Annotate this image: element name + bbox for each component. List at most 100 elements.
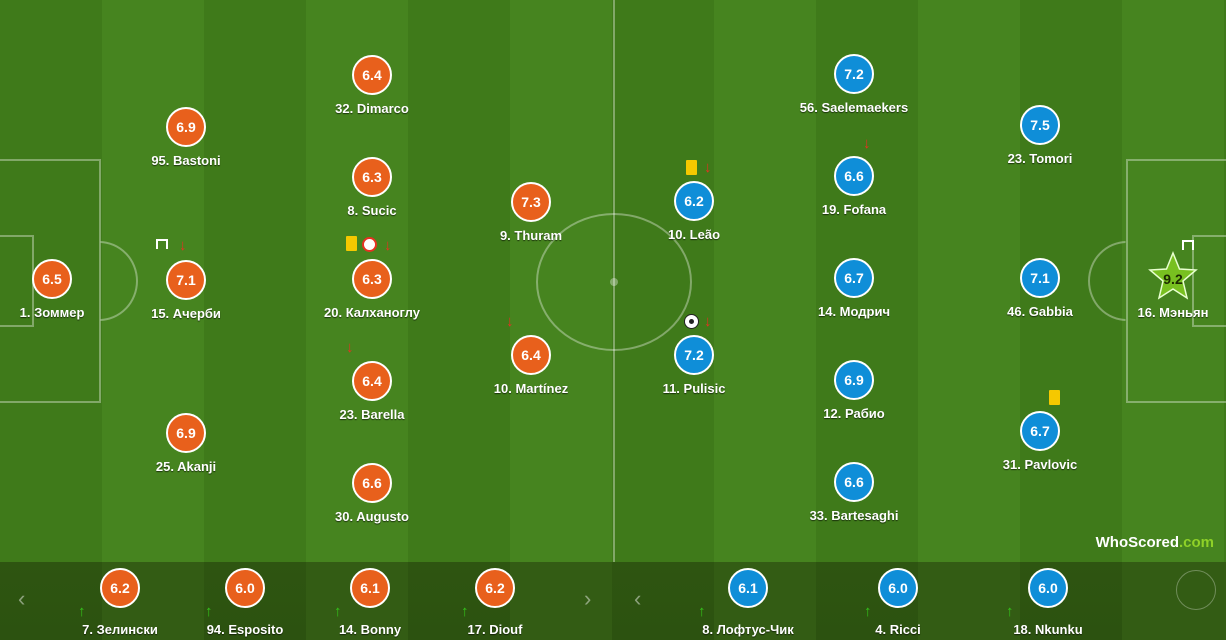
chevron-left-icon[interactable]: ‹ — [18, 586, 26, 611]
player-name: 32. Dimarco — [335, 101, 409, 116]
goal-post-icon — [156, 239, 168, 249]
player-card[interactable]: 6.5 1. Зоммер — [0, 259, 132, 327]
arrow-down-icon: ↓ — [346, 339, 354, 356]
substitute-card[interactable]: 6.0 ↑ 18. Nkunku — [978, 568, 1118, 638]
bench-stripe — [918, 562, 1020, 640]
player-card[interactable]: 6.7 14. Модрич — [774, 258, 934, 326]
player-name: 33. Bartesaghi — [809, 508, 899, 523]
player-card[interactable]: 6.4 10. Martínez — [451, 335, 611, 403]
center-circle — [536, 213, 692, 351]
player-name: 94. Esposito — [206, 622, 284, 637]
substitute-card[interactable]: 6.1 ↑ 8. Лофтус-Чик — [678, 568, 818, 638]
player-rating: 6.2 — [475, 568, 515, 608]
player-name: 14. Bonny — [338, 622, 402, 637]
pitch: 6.5 1. Зоммер 6.9 95. Bastoni 7.1 15. Ач… — [0, 0, 1226, 562]
player-card[interactable]: 7.1 15. Ачерби — [106, 260, 266, 328]
player-name: 7. Зелински — [82, 622, 158, 637]
player-card[interactable]: 7.1 46. Gabbia — [960, 258, 1120, 326]
arrow-up-icon: ↑ — [78, 603, 86, 620]
substitute-card[interactable]: 6.2 ↑ 17. Diouf — [425, 568, 565, 638]
substitute-card[interactable]: 6.0 ↑ 94. Esposito — [175, 568, 315, 638]
substitute-card[interactable]: 6.1 ↑ 14. Bonny — [300, 568, 440, 638]
arrow-up-icon: ↑ — [864, 603, 872, 620]
arrow-up-icon: ↑ — [1006, 603, 1014, 620]
player-rating: 6.5 — [32, 259, 72, 299]
player-name: 20. Калханоглу — [324, 305, 420, 320]
player-card[interactable]: 6.7 31. Pavlovic — [960, 411, 1120, 479]
player-rating: 7.1 — [166, 260, 206, 300]
substitutes-bar: ‹ › ‹ 6.2 ↑ 7. Зелински 6.0 ↑ 94. Esposi… — [0, 562, 1226, 640]
player-card[interactable]: 7.2 56. Saelemaekers — [774, 54, 934, 122]
player-card[interactable]: 7.5 23. Tomori — [960, 105, 1120, 173]
player-name: 4. Ricci — [875, 622, 921, 637]
arrow-down-icon: ↓ — [384, 237, 392, 254]
player-rating: 7.2 — [674, 335, 714, 375]
left-penalty-box — [0, 159, 101, 403]
player-card[interactable]: 6.3 8. Sucic — [292, 157, 452, 225]
right-goal-box — [1192, 235, 1226, 327]
player-rating: 6.6 — [834, 462, 874, 502]
player-rating: 6.1 — [728, 568, 768, 608]
player-card[interactable]: 6.2 10. Leão — [614, 181, 774, 249]
player-name: 12. Рабио — [823, 406, 885, 421]
substitute-card[interactable]: 6.2 ↑ 7. Зелински — [50, 568, 190, 638]
player-rating: 6.0 — [878, 568, 918, 608]
player-rating: 6.4 — [511, 335, 551, 375]
player-rating: 6.7 — [1020, 411, 1060, 451]
player-rating: 6.6 — [834, 156, 874, 196]
arrow-down-icon: ↓ — [863, 135, 871, 152]
player-rating: 6.3 — [352, 157, 392, 197]
arrow-up-icon: ↑ — [334, 603, 342, 620]
player-rating: 6.2 — [674, 181, 714, 221]
star-icon: 9.2 — [1147, 251, 1199, 303]
player-name: 9. Thuram — [499, 228, 563, 243]
player-rating: 6.2 — [100, 568, 140, 608]
scroll-more-icon[interactable] — [1176, 570, 1216, 610]
assist-icon — [362, 237, 377, 252]
player-name: 10. Leão — [667, 227, 721, 242]
player-card-man-of-match[interactable]: 9.2 16. Мэньян — [1093, 251, 1226, 327]
substitute-card[interactable]: 6.0 ↑ 4. Ricci — [828, 568, 968, 638]
player-card[interactable]: 6.6 30. Augusto — [292, 463, 452, 531]
right-penalty-box — [1126, 159, 1226, 403]
player-rating: 6.0 — [225, 568, 265, 608]
player-name: 19. Fofana — [821, 202, 887, 217]
player-card[interactable]: 6.9 95. Bastoni — [106, 107, 266, 175]
player-rating: 6.7 — [834, 258, 874, 298]
bench-stripe — [510, 562, 612, 640]
player-name: 14. Модрич — [817, 304, 890, 319]
player-rating: 6.1 — [350, 568, 390, 608]
player-rating: 6.0 — [1028, 568, 1068, 608]
player-rating: 7.1 — [1020, 258, 1060, 298]
player-name: 8. Лофтус-Чик — [702, 622, 794, 637]
player-card[interactable]: 7.2 11. Pulisic — [614, 335, 774, 403]
player-card[interactable]: 6.9 25. Akanji — [106, 413, 266, 481]
whoscored-logo: WhoScored.com — [1096, 534, 1214, 551]
player-card[interactable]: 6.4 32. Dimarco — [292, 55, 452, 123]
player-rating: 7.5 — [1020, 105, 1060, 145]
player-card[interactable]: 7.3 9. Thuram — [451, 182, 611, 250]
player-name: 8. Sucic — [347, 203, 397, 218]
player-rating: 7.3 — [511, 182, 551, 222]
center-spot — [610, 278, 618, 286]
player-card[interactable]: 6.6 33. Bartesaghi — [774, 462, 934, 530]
player-rating: 6.3 — [352, 259, 392, 299]
player-rating: 9.2 — [1163, 271, 1183, 287]
player-card[interactable]: 6.6 19. Fofana — [774, 156, 934, 224]
player-card[interactable]: 6.4 23. Barella — [292, 361, 452, 429]
player-rating: 6.9 — [166, 413, 206, 453]
player-name: 30. Augusto — [335, 509, 409, 524]
player-card[interactable]: 6.3 20. Калханоглу — [292, 259, 452, 327]
watermark-text: WhoScored — [1095, 534, 1179, 551]
arrow-down-icon: ↓ — [704, 159, 712, 176]
chevron-left-icon[interactable]: ‹ — [634, 586, 642, 611]
player-name: 11. Pulisic — [662, 381, 726, 396]
goal-post-icon — [1182, 240, 1194, 250]
player-name: 17. Diouf — [467, 622, 523, 637]
player-card[interactable]: 6.9 12. Рабио — [774, 360, 934, 428]
watermark-suffix: .com — [1178, 534, 1214, 551]
chevron-right-icon[interactable]: › — [584, 586, 592, 611]
player-name: 56. Saelemaekers — [799, 100, 909, 115]
player-rating: 6.9 — [834, 360, 874, 400]
player-rating: 7.2 — [834, 54, 874, 94]
